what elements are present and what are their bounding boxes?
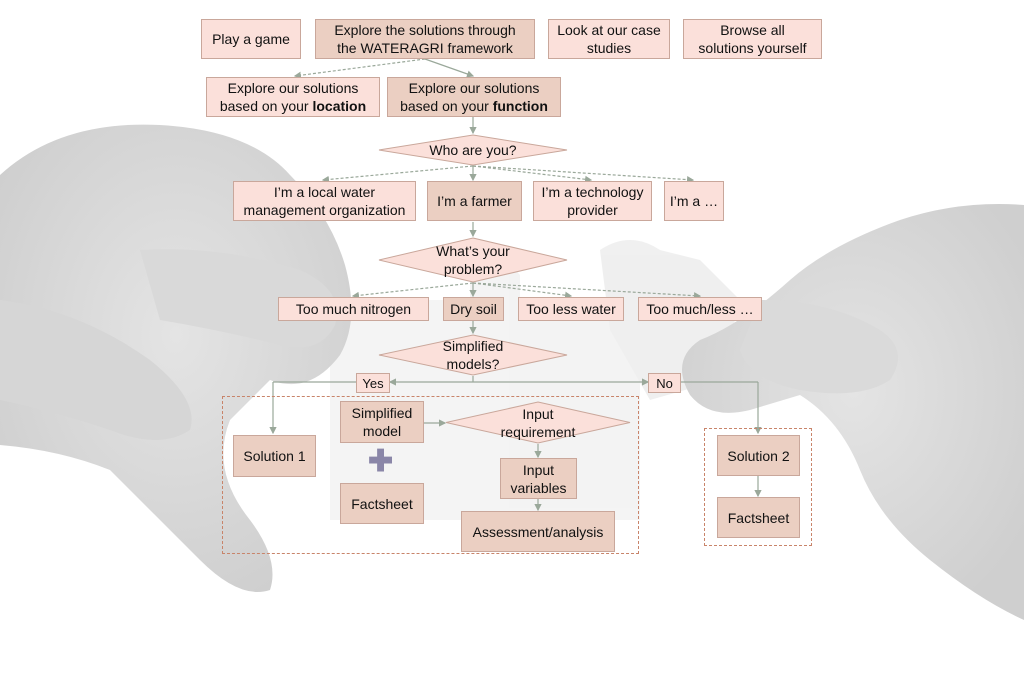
technology-provider-box[interactable]: I’m a technology provider	[533, 181, 652, 221]
function-line: based on your function	[400, 98, 548, 114]
explore-by-location-box[interactable]: Explore our solutions based on your loca…	[206, 77, 380, 117]
browse-solutions-box[interactable]: Browse all solutions yourself	[683, 19, 822, 59]
too-less-water-box[interactable]: Too less water	[518, 297, 624, 321]
solution-2-box[interactable]: Solution 2	[717, 435, 800, 476]
too-much-less-box[interactable]: Too much/less …	[638, 297, 762, 321]
yes-label: Yes	[356, 373, 390, 393]
left-hand	[0, 124, 352, 593]
input-requirement-diamond[interactable]: Input requirement	[445, 401, 631, 444]
too-much-nitrogen-box[interactable]: Too much nitrogen	[278, 297, 429, 321]
simplified-models-diamond[interactable]: Simplified models?	[378, 334, 568, 376]
solution-1-box[interactable]: Solution 1	[233, 435, 316, 477]
who-are-you-diamond[interactable]: Who are you?	[378, 134, 568, 166]
water-management-org-box[interactable]: I’m a local water management organizatio…	[233, 181, 416, 221]
case-studies-box[interactable]: Look at our case studies	[548, 19, 670, 59]
input-variables-box[interactable]: Input variables	[500, 458, 577, 499]
simplified-model-box[interactable]: Simplified model	[340, 401, 424, 443]
right-hand	[682, 204, 1024, 620]
play-a-game-box[interactable]: Play a game	[201, 19, 301, 59]
yes-branch-group	[222, 396, 639, 554]
no-branch-group	[704, 428, 812, 546]
no-label: No	[648, 373, 681, 393]
location-line: based on your location	[219, 98, 367, 114]
other-role-box[interactable]: I’m a …	[664, 181, 724, 221]
dry-soil-box[interactable]: Dry soil	[443, 297, 504, 321]
factsheet-1-box[interactable]: Factsheet	[340, 483, 424, 524]
plus-icon: ✚	[368, 445, 394, 478]
explore-framework-box[interactable]: Explore the solutions through the WATERA…	[315, 19, 535, 59]
assessment-analysis-box[interactable]: Assessment/analysis	[461, 511, 615, 552]
explore-by-function-box[interactable]: Explore our solutions based on your func…	[387, 77, 561, 117]
farmer-box[interactable]: I’m a farmer	[427, 181, 522, 221]
whats-your-problem-diamond[interactable]: What’s your problem?	[378, 237, 568, 283]
factsheet-2-box[interactable]: Factsheet	[717, 497, 800, 538]
